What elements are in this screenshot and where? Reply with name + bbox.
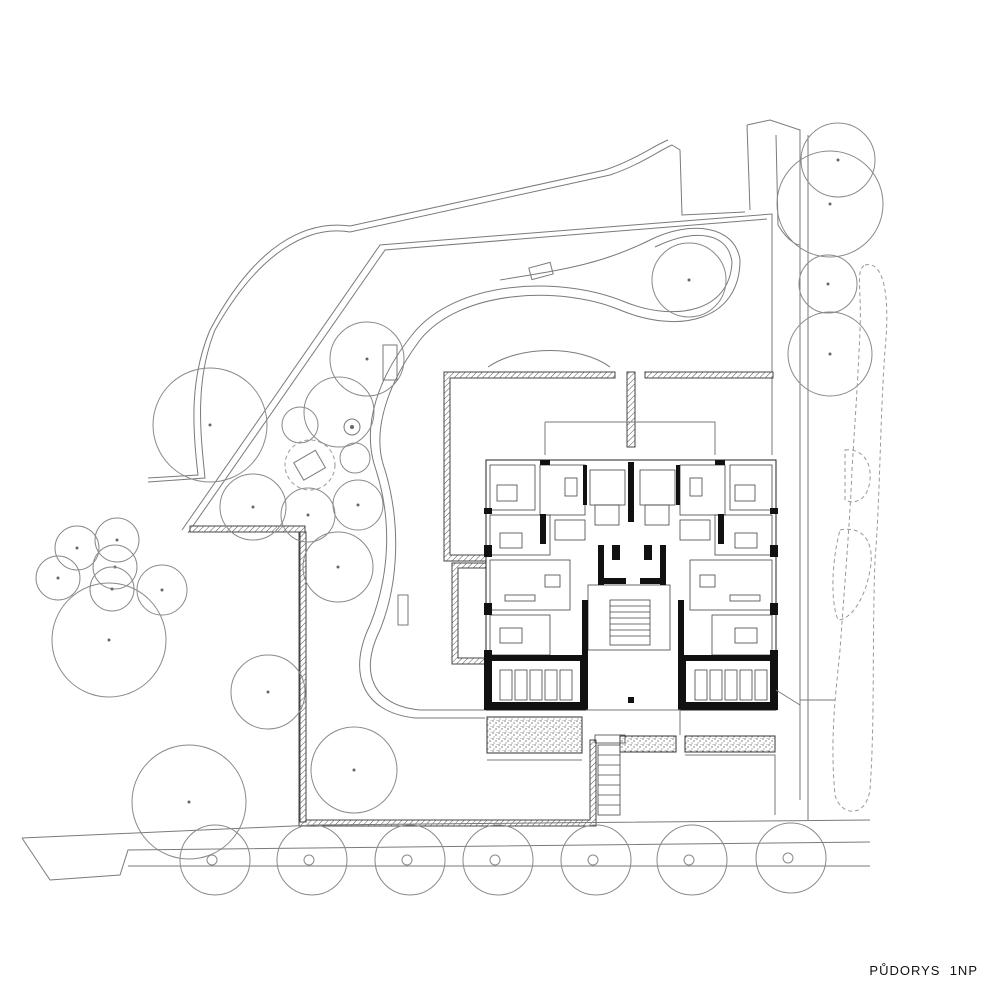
entrance-stairs xyxy=(487,689,835,816)
structural-walls xyxy=(484,460,778,710)
gravel-strips xyxy=(486,716,776,754)
access-road xyxy=(147,139,746,483)
parcel-boundary xyxy=(181,119,809,820)
plan-caption: PŮDORYS 1NP xyxy=(869,963,978,978)
garden-path xyxy=(359,227,741,719)
street xyxy=(21,819,871,896)
courtyard-walls xyxy=(443,350,774,665)
retaining-wall xyxy=(189,525,597,827)
playground xyxy=(281,261,554,626)
building xyxy=(485,459,777,711)
trees xyxy=(35,122,884,860)
hedge-right xyxy=(832,264,888,812)
